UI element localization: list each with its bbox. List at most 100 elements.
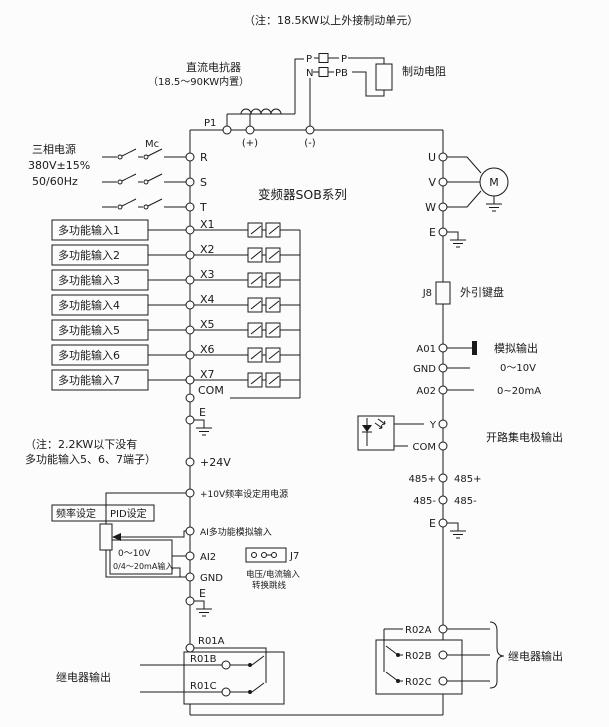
motor-icon — [479, 167, 509, 197]
note-bottom-1: （注：2.2KW以下没有 — [25, 437, 137, 451]
relay1-box — [183, 651, 285, 705]
input-label-3: 多功能输入3 — [58, 273, 120, 287]
terminals — [117, 125, 509, 697]
terminal-x3 — [185, 275, 195, 285]
note-top: （注：18.5KW以上外接制动单元） — [244, 13, 418, 27]
terminal-w — [438, 202, 448, 212]
terminal-x2 — [185, 250, 195, 260]
label-x5: X5 — [200, 318, 215, 331]
terminal-485m — [438, 495, 448, 505]
analog-out-wires — [447, 347, 474, 391]
terminal-485p — [438, 473, 448, 483]
terminal-com — [185, 393, 195, 403]
freq-set-label: 频率设定 — [56, 507, 96, 520]
range-label-2: 0/4～20mA输入 — [113, 561, 173, 571]
reactor-label-2: （18.5～90KW内置） — [148, 75, 249, 88]
dc-bus-wires — [226, 57, 385, 126]
input-label-7: 多功能输入7 — [58, 373, 120, 387]
potentiometer-icon — [99, 523, 113, 551]
terminal-e-right-2 — [438, 518, 448, 528]
label-dc-minus: (-) — [304, 138, 316, 149]
label-w: W — [425, 201, 436, 214]
label-p1: P1 — [204, 118, 216, 129]
brake-pb: PB — [335, 68, 348, 79]
ground-icon-right-1 — [447, 231, 466, 248]
terminal-y — [438, 419, 448, 429]
label-485p-in: 485+ — [409, 474, 436, 485]
label-x3: X3 — [200, 268, 215, 281]
brake-p-left: P — [306, 54, 312, 65]
ground-icon-left-1 — [194, 419, 212, 436]
terminal-dc-plus — [245, 125, 255, 135]
brake-plug-top-icon — [318, 53, 329, 63]
terminal-r02a — [438, 624, 448, 634]
label-485m-in: 485- — [413, 496, 436, 507]
label-dc-plus: (+) — [242, 138, 258, 149]
input-label-2: 多功能输入2 — [58, 248, 120, 262]
range-label-1: 0～10V — [118, 549, 151, 559]
label-r01b: R01B — [190, 654, 217, 665]
label-ai: AI多功能模拟输入 — [200, 526, 272, 538]
label-r01a: R01A — [198, 636, 225, 647]
terminal-r02b — [438, 650, 448, 660]
phase-input-wires — [102, 148, 186, 208]
terminal-gnd-left — [185, 572, 195, 582]
terminal-x1 — [185, 225, 195, 235]
led-diode-icon — [362, 425, 372, 432]
terminal-u — [438, 152, 448, 162]
label-j8: J8 — [422, 288, 432, 299]
brake-plug-bottom-icon — [318, 67, 329, 77]
label-com: COM — [198, 384, 224, 397]
keypad-connector-box — [435, 281, 451, 305]
label-v: V — [428, 176, 436, 189]
optocoupler-output-icon — [357, 415, 395, 451]
signal-range-box — [109, 539, 173, 575]
label-485m-out: 485- — [454, 496, 477, 507]
brake-p-right: P — [341, 54, 347, 65]
label-e-left: E — [199, 406, 206, 419]
label-a02: A02 — [416, 386, 436, 397]
label-x6: X6 — [200, 343, 215, 356]
jumper-label-1: 电压/电流输入 — [246, 569, 300, 580]
input-wires — [148, 229, 301, 399]
terminal-a02 — [438, 385, 448, 395]
ground-icon-left-2 — [194, 600, 212, 617]
power-label-2: 380V±15% — [28, 159, 90, 172]
relay2-wires — [383, 628, 490, 682]
motor-wires — [447, 156, 502, 212]
terminal-r — [185, 152, 195, 162]
input-label-1: 多功能输入1 — [58, 223, 120, 237]
terminal-e-left — [185, 415, 195, 425]
terminal-r01a — [185, 643, 195, 653]
terminal-r01b — [221, 660, 231, 670]
jumper-label-2: 转换跳线 — [252, 580, 287, 591]
component-boxes — [51, 53, 463, 705]
terminal-a01 — [438, 343, 448, 353]
labels: （注：18.5KW以上外接制动单元） 直流电抗器 （18.5～90KW内置） P… — [25, 13, 563, 692]
label-u: U — [428, 151, 436, 164]
terminal-x7 — [185, 375, 195, 385]
power-label-1: 三相电源 — [32, 142, 76, 156]
label-com-right: COM — [413, 442, 436, 453]
brake-resistor-icon — [375, 63, 393, 91]
label-gnd-left: GND — [200, 573, 223, 584]
label-x4: X4 — [200, 293, 215, 306]
power-label-3: 50/60Hz — [32, 175, 78, 188]
brake-resistor-label: 制动电阻 — [402, 65, 446, 78]
input-label-5: 多功能输入5 — [58, 323, 120, 337]
terminal-p1 — [222, 125, 232, 135]
label-s: S — [200, 176, 207, 189]
label-x2: X2 — [200, 243, 215, 256]
j7-label: J7 — [289, 551, 299, 562]
analog-out-range-1: 0～10V — [500, 363, 536, 374]
label-t: T — [199, 201, 207, 214]
contactor-label: Mc — [145, 139, 159, 150]
analog-out-label: 模拟输出 — [494, 341, 538, 355]
terminal-v — [438, 177, 448, 187]
label-485p-out: 485+ — [454, 474, 481, 485]
label-e-left-2: E — [199, 587, 206, 600]
label-10v: +10V频率设定用电源 — [200, 488, 288, 500]
terminal-x5 — [185, 325, 195, 335]
